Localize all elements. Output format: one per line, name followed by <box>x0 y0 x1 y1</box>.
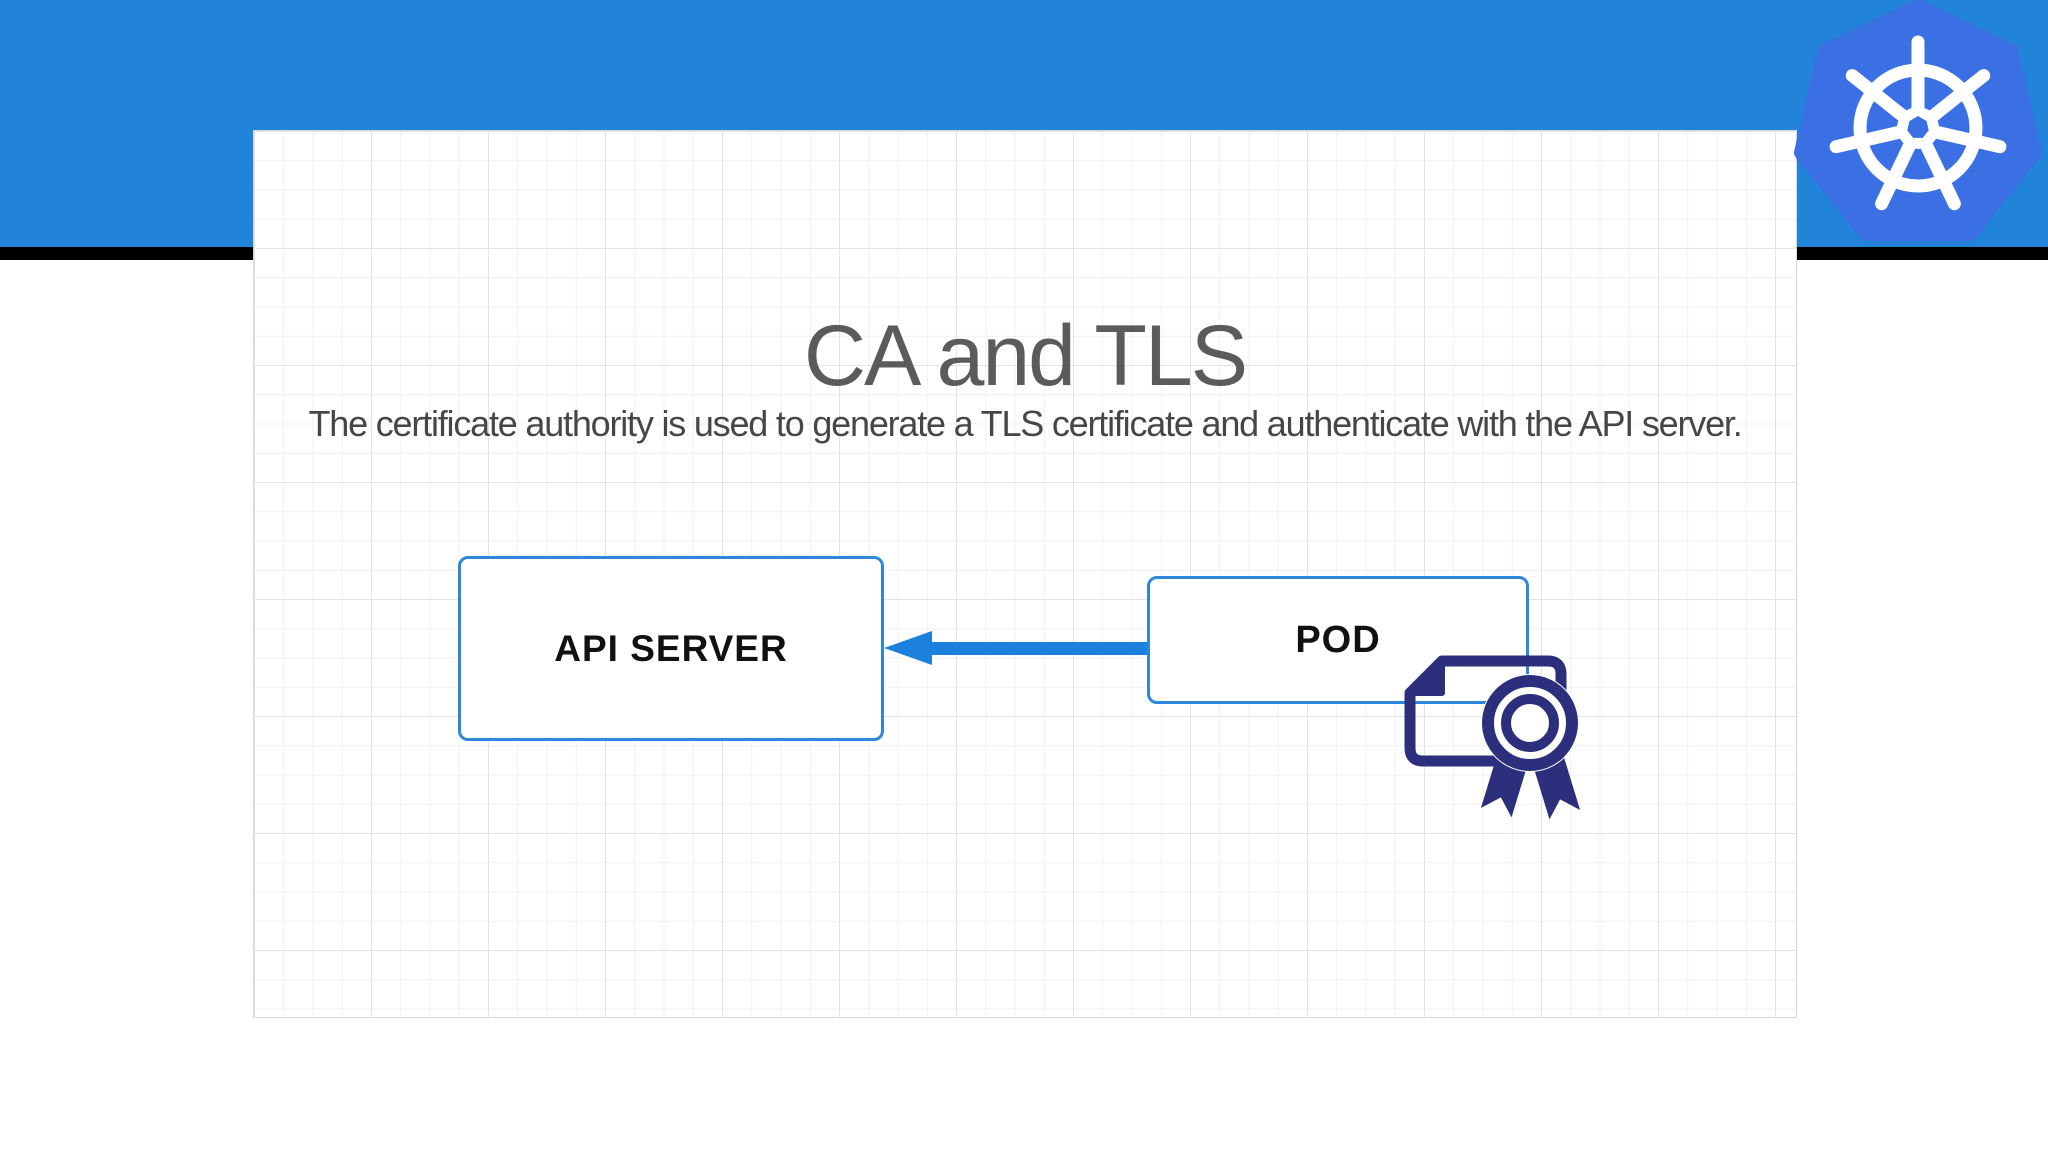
pod-to-api-arrow-shaft <box>931 642 1147 655</box>
certificate-icon <box>1404 655 1581 820</box>
api-server-label: API SERVER <box>554 627 788 669</box>
pod-node: POD <box>1147 576 1529 704</box>
arrow-left-icon <box>884 631 932 665</box>
api-server-node: API SERVER <box>458 556 884 741</box>
page-subtitle: The certificate authority is used to gen… <box>308 403 1742 444</box>
page-title: CA and TLS <box>803 308 1248 404</box>
kubernetes-logo-icon <box>1794 0 2042 242</box>
pod-label: POD <box>1295 618 1381 661</box>
slide-panel: CA and TLS The certificate authority is … <box>253 130 1797 1018</box>
